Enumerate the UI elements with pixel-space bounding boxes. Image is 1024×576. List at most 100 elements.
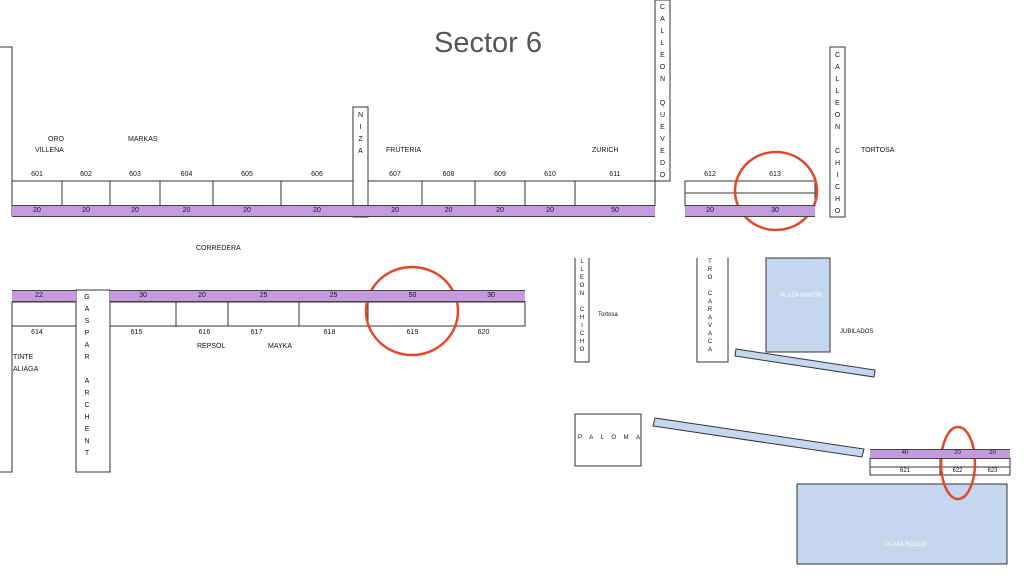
row1-block-a — [11, 180, 354, 207]
street-letter: R — [707, 267, 713, 273]
street-letter: E — [835, 100, 840, 107]
calleon-chicho-column — [829, 46, 846, 218]
street-corredera: CORREDERA — [196, 245, 241, 252]
street-letter: S — [84, 318, 90, 325]
street-letter: T — [708, 259, 712, 265]
spot-capacity: 25 — [259, 292, 268, 299]
spot-number: 621 — [899, 468, 910, 474]
highlight-circle-622 — [939, 425, 977, 501]
shop-tinte: TINTE — [13, 354, 34, 361]
paloma-box — [574, 413, 642, 467]
street-letter: C — [707, 339, 713, 345]
street-letter: O — [834, 112, 841, 119]
street-letter: V — [707, 323, 712, 329]
shop-fruteria: FRUTERIA — [386, 147, 421, 154]
shop-markas: MARKAS — [128, 136, 158, 143]
street-letter: T — [84, 450, 90, 457]
spot-capacity: 50 — [611, 207, 619, 214]
spot-capacity: 20 — [706, 207, 714, 214]
street-letter: E — [660, 124, 665, 131]
plaza-mayor — [765, 257, 831, 353]
calleon-quevedo-column — [654, 0, 671, 182]
spot-number: 617 — [250, 329, 263, 336]
spot-capacity: 20 — [82, 207, 90, 214]
shop-villena: VILLENA — [35, 147, 64, 154]
street-letter: H — [579, 339, 585, 345]
street-letter: H — [834, 196, 841, 203]
street-letter: A — [84, 306, 90, 313]
street-letter: R — [84, 354, 90, 361]
street-letter — [709, 282, 711, 290]
spot-number: 622 — [952, 468, 963, 474]
street-letter: E — [660, 148, 665, 155]
spot-capacity: 50 — [408, 292, 417, 299]
street-letter: L — [660, 28, 665, 35]
shop-tortosa-mid: Tortosa — [598, 312, 618, 318]
street-letter: O — [579, 347, 585, 353]
street-letter: L — [835, 76, 840, 83]
street-letter: R — [707, 307, 713, 313]
street-letter: A — [84, 378, 90, 385]
street-letter: N — [659, 76, 666, 83]
street-letter: O — [659, 172, 666, 179]
highlight-circle-613 — [733, 150, 819, 232]
street-letter: R — [84, 390, 90, 397]
row2-first-block — [11, 301, 77, 327]
spot-number: 611 — [609, 171, 621, 178]
left-wall — [0, 46, 13, 216]
spot-capacity: 20 — [131, 207, 139, 214]
spot-number: 607 — [389, 171, 401, 178]
street-letter: O — [707, 275, 713, 281]
spot-capacity: 30 — [139, 292, 147, 299]
spot-capacity: 20 — [313, 207, 321, 214]
spot-number: 606 — [311, 171, 323, 178]
street-letter: C — [659, 4, 666, 11]
spot-number: 613 — [769, 171, 781, 178]
street-letter — [581, 298, 583, 306]
spot-number: 604 — [180, 171, 193, 178]
spot-number: 603 — [129, 171, 141, 178]
street-letter: H — [834, 160, 841, 167]
spot-number: 609 — [494, 171, 506, 178]
row2-parking-strip — [110, 290, 525, 302]
shop-tortosa-top: TORTOSA — [861, 147, 895, 154]
spot-number: 614 — [31, 329, 43, 336]
row1-parking-strip — [12, 205, 655, 217]
spot-capacity: 22 — [35, 292, 43, 299]
spot-number: 616 — [198, 329, 211, 336]
street-letter: N — [834, 124, 841, 131]
street-letter: C — [707, 291, 713, 297]
street-letter: O — [579, 283, 585, 289]
spot-number: 610 — [544, 171, 556, 178]
row1-block-b — [367, 180, 656, 207]
street-letter: L — [660, 40, 665, 47]
spot-capacity: 25 — [329, 292, 338, 299]
street-letter: A — [707, 299, 712, 305]
street-letter: O — [834, 208, 841, 215]
street-letter: G — [84, 294, 90, 301]
street-letter: A — [84, 342, 90, 349]
street-letter: L — [835, 88, 840, 95]
street-letter: C — [579, 331, 585, 337]
street-letter: A — [707, 315, 712, 321]
spot-capacity: 20 — [391, 207, 399, 214]
spot-number: 623 — [987, 468, 998, 474]
street-letter: L — [580, 267, 584, 273]
spot-number: 601 — [31, 171, 43, 178]
street-letter: N — [357, 112, 364, 119]
spot-number: 620 — [477, 329, 490, 336]
spot-number: 608 — [442, 171, 455, 178]
plaza-rollo-label: PLAZA ROLLO — [885, 542, 926, 548]
street-letter: I — [836, 172, 839, 179]
street-letter: C — [84, 402, 90, 409]
niza-column — [352, 106, 369, 218]
street-letter: E — [84, 426, 90, 433]
shop-oro: ORO — [48, 136, 64, 143]
row2-first-parking-strip — [12, 290, 76, 302]
spot-number: 618 — [323, 329, 336, 336]
street-letter: N — [579, 291, 585, 297]
street-letter: H — [84, 414, 90, 421]
